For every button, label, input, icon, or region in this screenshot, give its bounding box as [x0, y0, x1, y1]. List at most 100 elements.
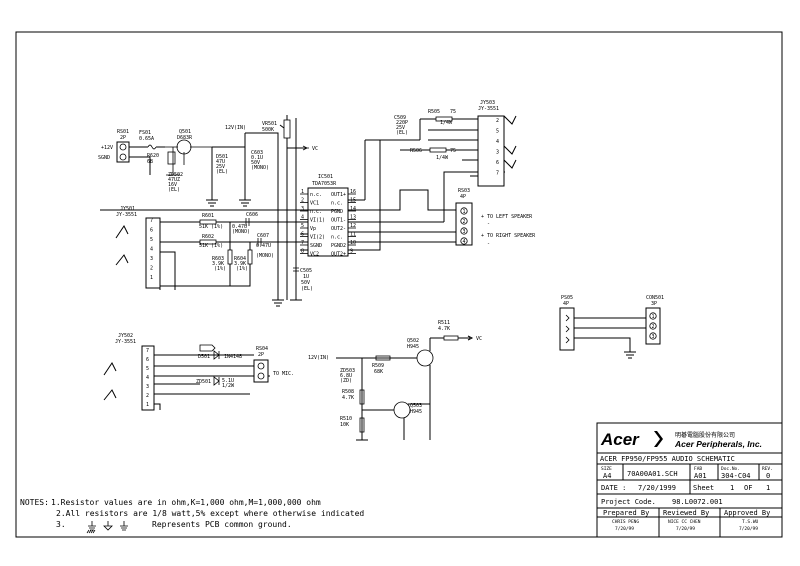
jy503-pin-number: 3	[496, 150, 499, 156]
docno-label: Doc.No.	[721, 466, 740, 472]
ic-pin-signal: Vp	[310, 226, 316, 232]
ic-pin-signal: VI(2)	[310, 235, 325, 241]
jy502-pin-number: 7	[146, 348, 149, 354]
con501-pin-circle	[649, 332, 657, 340]
fab-label: FAB	[694, 466, 702, 472]
c505-ref: C505	[300, 268, 312, 274]
zd501-value: 5.1U	[222, 378, 234, 384]
fs01-value: 0.65A	[139, 136, 154, 142]
r511-value: 4.7K	[438, 326, 450, 332]
jy502-ref: JY502	[118, 333, 133, 339]
rev-value: 0	[766, 472, 770, 480]
rs03-label-left-neg: -	[487, 221, 490, 227]
q503-value: H945	[410, 409, 422, 415]
rev-label: REV.	[762, 466, 773, 472]
rs03-pin-number: 3	[463, 229, 466, 235]
jy503-pin-number: 2	[496, 118, 499, 124]
rs03-label-right-neg: -	[487, 241, 490, 247]
r601-ref: R601	[202, 213, 214, 219]
connector-rs04: RS04 2P TO MIC.	[253, 346, 294, 383]
prepared-date: 7/20/99	[615, 526, 634, 532]
reviewed-date: 7/20/99	[676, 526, 695, 532]
r506-watt: 1/4W	[436, 155, 449, 161]
jy502-pin-number: 5	[146, 366, 149, 372]
note-3-text: Represents PCB common ground.	[152, 520, 292, 529]
ic-pin-signal: PGND2	[331, 243, 346, 249]
mute-circuit: 12V(IN) R511 4.7K VC Q502 H945 R509 68K …	[308, 320, 482, 441]
r509-ref: R509	[372, 363, 384, 369]
date-label: DATE :	[601, 484, 626, 492]
ic-pin-number: 7	[301, 240, 304, 246]
ic-pin-number: 1	[301, 189, 304, 195]
rs04-ref: RS04	[256, 346, 268, 352]
title-block: Acer 明碁電腦股份有限公司 Acer Peripherals, Inc. A…	[596, 422, 783, 538]
prepared-label: Prepared By	[603, 509, 649, 517]
zd503-value: 6.8U	[340, 373, 352, 379]
c603-value: 0.1U	[251, 155, 263, 161]
company-cn: 明碁電腦股份有限公司	[675, 431, 735, 439]
r510-value: 10K	[340, 422, 349, 428]
con501-pins: 123	[649, 312, 657, 340]
zd503-ref: ZD503	[340, 368, 355, 374]
ic-pin-signal: n.c.	[310, 192, 322, 198]
reviewed-name: NICE CC CHEN	[668, 519, 701, 525]
r604-tol: (1%)	[236, 266, 248, 272]
acer-logo: Acer	[600, 430, 640, 449]
jy503-part: JY-3551	[478, 106, 499, 112]
zd502-voltage: 16V	[168, 182, 177, 188]
c603-type: (MONO)	[251, 165, 269, 171]
note-1: 1.Resistor values are in ohm,K=1,000 ohm…	[51, 498, 321, 507]
vr501: VR501 500K VC	[262, 115, 318, 301]
rs01-label-12v: +12V	[101, 145, 113, 151]
r602-value: 51K (1%)	[199, 243, 223, 249]
zd502-type: (EL)	[168, 187, 180, 193]
r505-value: 75	[450, 109, 456, 115]
r506-value: 75	[450, 148, 456, 154]
r604-ref: R604	[234, 256, 246, 262]
project-label: Project Code.	[601, 498, 656, 506]
note-3-number: 3.	[56, 520, 66, 529]
ic-pin-signal: PGND	[331, 209, 343, 215]
connector-ps05: PS05 4P	[559, 295, 648, 359]
ic-pin-number: 14	[350, 206, 356, 212]
con501-ref: CON501	[646, 295, 664, 301]
r505-ref: R505	[428, 109, 440, 115]
ic-pin-number: 10	[350, 240, 356, 246]
connector-rs01: RS01 2P +12V SGND	[98, 129, 130, 163]
d501-type: (EL)	[216, 169, 228, 175]
c509-ref: C509	[394, 115, 406, 121]
size-value: A4	[603, 472, 611, 480]
r603-ref: R603	[212, 256, 224, 262]
d501-voltage: 25V	[216, 164, 225, 170]
zd501-ref: ZD501	[196, 379, 211, 385]
q503-ref: Q503	[410, 403, 422, 409]
jy503-ref: JY503	[480, 100, 495, 106]
con501-pin-circle	[649, 322, 657, 330]
ic-pin-number: 2	[301, 198, 304, 204]
ps05-ref: PS05	[561, 295, 573, 301]
ic-pin-number: 5	[301, 223, 304, 229]
ic-pin-number: 3	[301, 206, 304, 212]
note-2: 2.All resistors are 1/8 watt,5% except w…	[56, 509, 364, 518]
jy501-pin-number: 2	[150, 266, 153, 272]
ic-pin-number: 4	[301, 215, 304, 221]
ic-pin-signal: n.c.	[331, 235, 343, 241]
r601-value: 51K (1%)	[199, 224, 223, 230]
vc-label: VC	[312, 146, 318, 152]
ic-pin-signal: VC1	[310, 201, 319, 207]
jy502-pin-number: 2	[146, 393, 149, 399]
jy502-pin-number: 3	[146, 384, 149, 390]
ic-pin-signal: OUT1-	[331, 218, 346, 224]
ic-pin-signal: n.c.	[310, 209, 322, 215]
r506-ref: R506	[410, 148, 422, 154]
size-label: SIZE	[601, 466, 612, 472]
doc-title: ACER FP950/FP955 AUDIO SCHEMATIC	[600, 455, 735, 463]
reviewed-label: Reviewed By	[663, 509, 709, 517]
